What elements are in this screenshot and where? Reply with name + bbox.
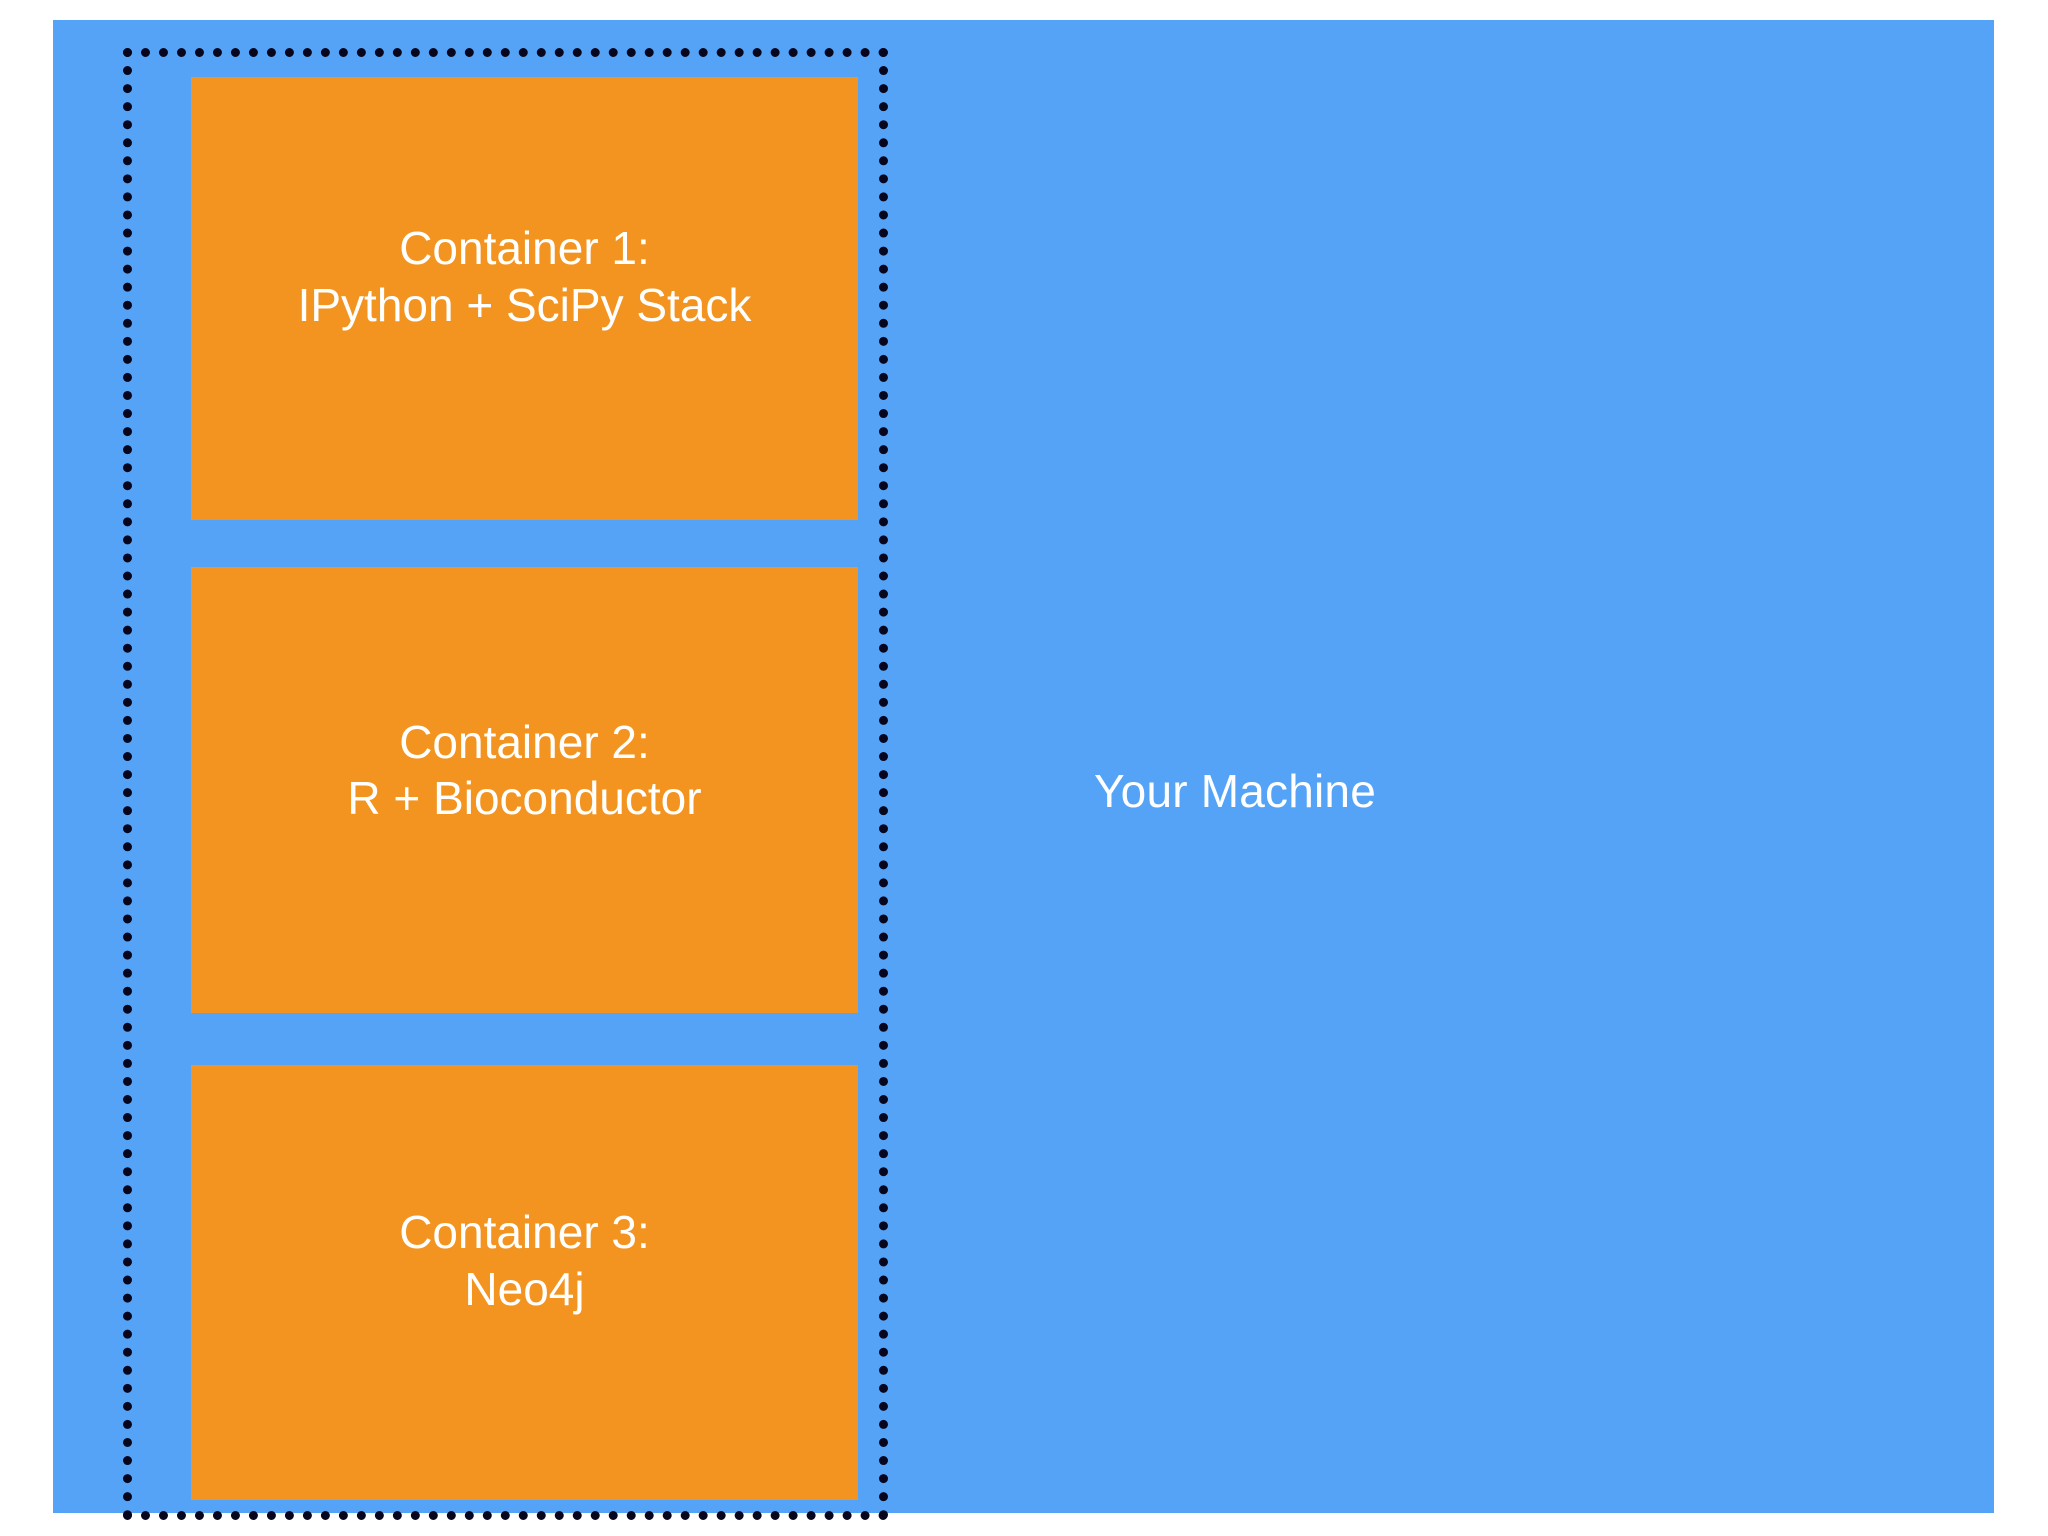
container-group-boundary bbox=[123, 48, 888, 1520]
host-machine-label: Your Machine bbox=[1094, 765, 1376, 817]
container-box-1[interactable]: Container 1: IPython + SciPy Stack bbox=[191, 77, 858, 520]
container-box-2[interactable]: Container 2: R + Bioconductor bbox=[191, 567, 858, 1013]
container-3-title: Container 3: bbox=[399, 1206, 650, 1259]
container-1-subtitle: IPython + SciPy Stack bbox=[297, 278, 752, 331]
container-2-subtitle: R + Bioconductor bbox=[347, 772, 702, 824]
container-2-title: Container 2: bbox=[399, 715, 650, 768]
container-2-label-stack: Container 2: R + Bioconductor bbox=[347, 714, 701, 826]
host-machine-region: Container 1: IPython + SciPy Stack Conta… bbox=[53, 20, 1994, 1520]
container-1-title: Container 1: bbox=[399, 222, 650, 275]
container-3-subtitle: Neo4j bbox=[464, 1262, 585, 1315]
container-box-3[interactable]: Container 3: Neo4j bbox=[191, 1065, 858, 1500]
container-3-label-stack: Container 3: Neo4j bbox=[399, 1204, 650, 1316]
container-1-label-stack: Container 1: IPython + SciPy Stack bbox=[298, 220, 752, 332]
